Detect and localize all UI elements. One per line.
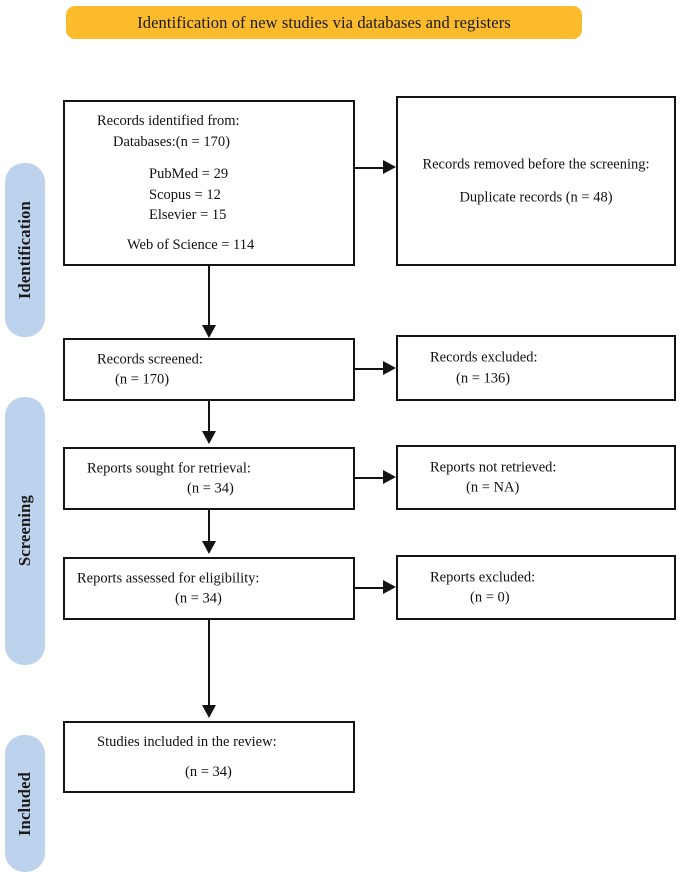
box-reports-not-retrieved: Reports not retrieved: (n = NA) <box>396 445 676 510</box>
connector-sought-to-not-retrieved-arrow <box>383 470 396 484</box>
studies-included-line-2: (n = 34) <box>185 763 232 780</box>
box-records-screened: Records screened: (n = 170) <box>63 338 355 401</box>
connector-identified-to-removed-line <box>355 167 383 170</box>
connector-assessed-to-excluded-arrow <box>383 580 396 594</box>
studies-included-line-1: Studies included in the review: <box>97 733 277 750</box>
records-removed-line-2: Duplicate records (n = 48) <box>459 189 613 205</box>
records-identified-line-5: Elsevier = 15 <box>149 207 227 224</box>
reports-sought-line-1: Reports sought for retrieval: <box>87 459 251 476</box>
stage-label-screening-text: Screening <box>15 495 34 567</box>
records-identified-line-6: Web of Science = 114 <box>127 236 255 253</box>
connector-screened-to-sought-arrow <box>202 431 216 444</box>
reports-not-retrieved-line-2: (n = NA) <box>466 479 520 496</box>
records-removed-line-1: Records removed before the screening: <box>422 156 650 173</box>
connector-screened-to-excluded-arrow <box>383 361 396 375</box>
records-screened-line-2: (n = 170) <box>115 371 170 388</box>
reports-not-retrieved-line-1: Reports not retrieved: <box>430 458 557 475</box>
connector-identified-to-screened-arrow <box>202 325 216 338</box>
records-excluded-line-1: Records excluded: <box>430 349 538 366</box>
records-identified-line-2: Databases:(n = 170) <box>113 133 230 150</box>
records-identified-line-3: PubMed = 29 <box>149 166 229 183</box>
stage-label-identification-text: Identification <box>15 200 34 300</box>
connector-assessed-to-included-line <box>208 620 211 707</box>
connector-sought-to-not-retrieved-line <box>355 477 383 480</box>
connector-sought-to-assessed-line <box>208 510 211 543</box>
box-records-identified: Records identified from: Databases:(n = … <box>63 100 355 266</box>
connector-assessed-to-excluded-line <box>355 587 383 590</box>
reports-excluded-line-1: Reports excluded: <box>430 568 536 585</box>
stage-label-included-text: Included <box>15 771 34 836</box>
connector-assessed-to-included-arrow <box>202 705 216 718</box>
reports-excluded-line-2: (n = 0) <box>470 589 510 606</box>
box-reports-excluded: Reports excluded: (n = 0) <box>396 555 676 620</box>
reports-sought-line-2: (n = 34) <box>187 480 234 497</box>
stage-label-screening: Screening <box>5 397 45 665</box>
box-reports-sought: Reports sought for retrieval: (n = 34) <box>63 447 355 510</box>
records-screened-line-1: Records screened: <box>97 350 203 367</box>
connector-screened-to-excluded-line <box>355 368 383 371</box>
diagram-title-text: Identification of new studies via databa… <box>137 12 511 32</box>
records-identified-line-4: Scopus = 12 <box>149 186 221 203</box>
stage-label-included: Included <box>5 735 45 872</box>
records-excluded-line-2: (n = 136) <box>456 370 511 386</box>
box-reports-assessed: Reports assessed for eligibility: (n = 3… <box>63 557 355 620</box>
box-studies-included: Studies included in the review: (n = 34) <box>63 721 355 793</box>
connector-screened-to-sought-line <box>208 401 211 433</box>
reports-assessed-line-2: (n = 34) <box>175 590 222 607</box>
connector-sought-to-assessed-arrow <box>202 541 216 554</box>
stage-label-identification: Identification <box>5 163 45 337</box>
reports-assessed-line-1: Reports assessed for eligibility: <box>77 569 260 586</box>
records-identified-line-1: Records identified from: <box>97 113 240 129</box>
connector-identified-to-screened-line <box>208 266 211 329</box>
box-records-removed: Records removed before the screening: Du… <box>396 96 676 266</box>
diagram-title-banner: Identification of new studies via databa… <box>66 6 582 39</box>
connector-identified-to-removed-arrow <box>383 160 396 174</box>
box-records-excluded: Records excluded: (n = 136) <box>396 335 676 401</box>
